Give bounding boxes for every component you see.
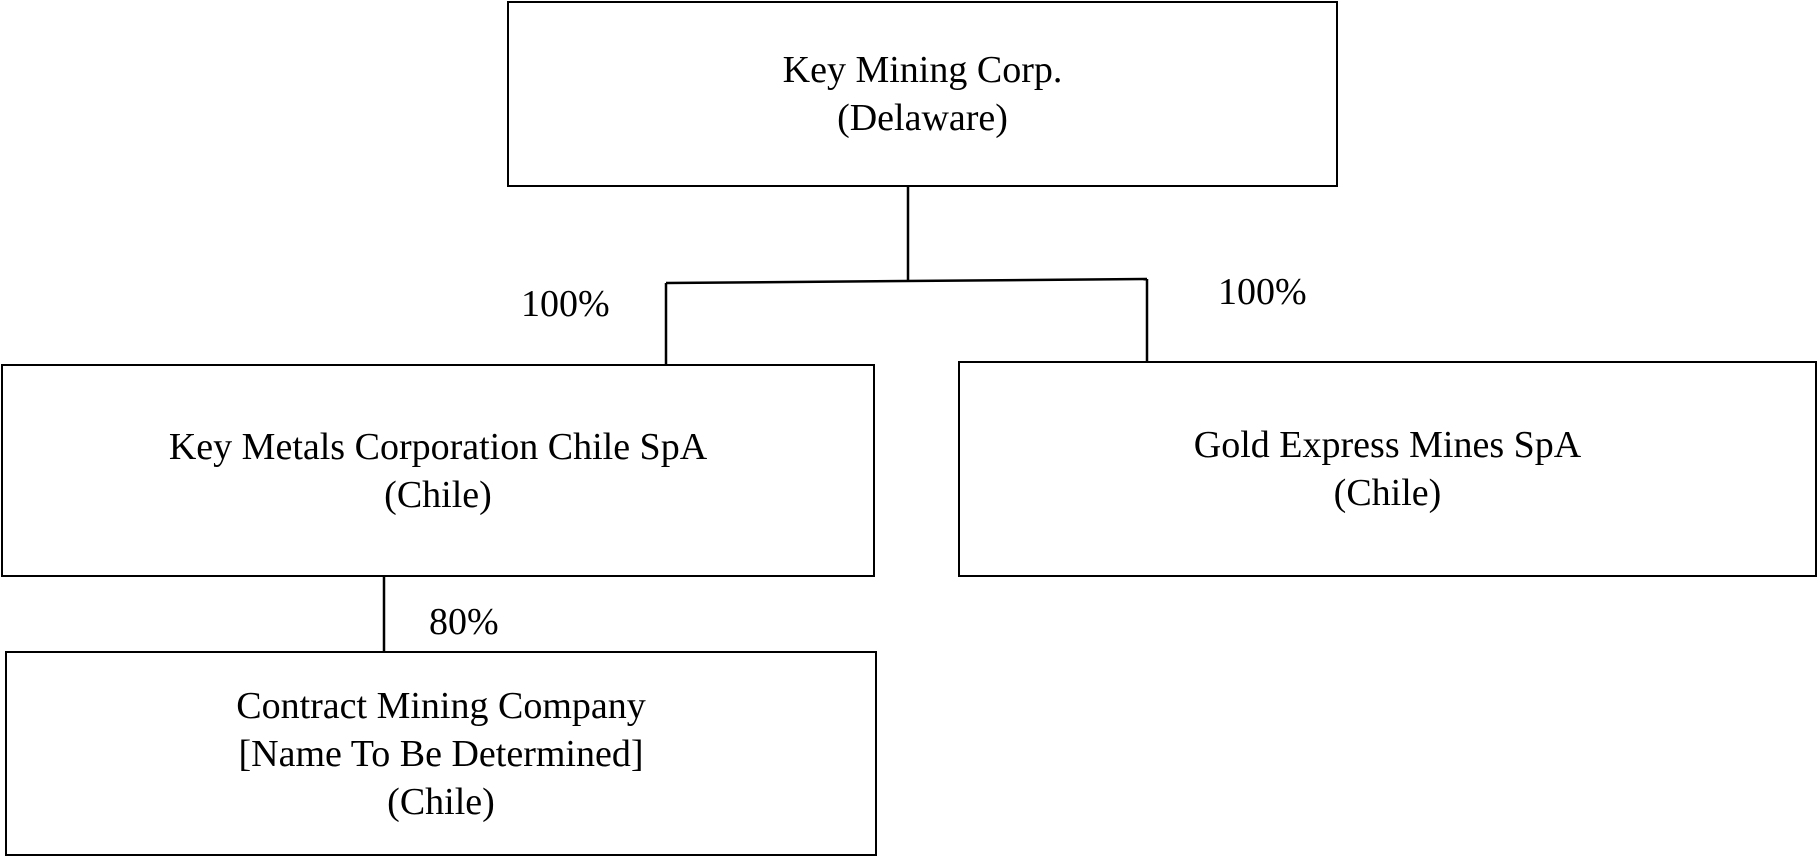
ownership-label-gold-express: 100% [1218, 271, 1307, 313]
entity-name: Gold Express Mines SpA [1193, 424, 1582, 466]
entity-name: Key Metals Corporation Chile SpA [168, 425, 708, 468]
entity-jurisdiction: (Delaware) [837, 97, 1008, 139]
entity-jurisdiction: (Chile) [1333, 472, 1442, 514]
entity-name: Key Mining Corp. [782, 49, 1063, 91]
connector-horizontal-bar [665, 277, 1148, 285]
entity-jurisdiction: (Chile) [384, 473, 492, 516]
ownership-label-contract-mining: 80% [429, 601, 499, 643]
ownership-label-kmc-chile: 100% [521, 283, 610, 325]
entity-box-key-mining-corp: Key Mining Corp. (Delaware) [507, 1, 1338, 187]
entity-box-key-metals-chile: Key Metals Corporation Chile SpA (Chile) [1, 364, 875, 577]
entity-name: Contract Mining Company [236, 684, 646, 727]
entity-jurisdiction: (Chile) [387, 780, 495, 823]
entity-box-gold-express-mines: Gold Express Mines SpA (Chile) [958, 361, 1817, 577]
entity-note: [Name To Be Determined] [238, 732, 644, 775]
entity-box-contract-mining-company: Contract Mining Company [Name To Be Dete… [5, 651, 877, 856]
